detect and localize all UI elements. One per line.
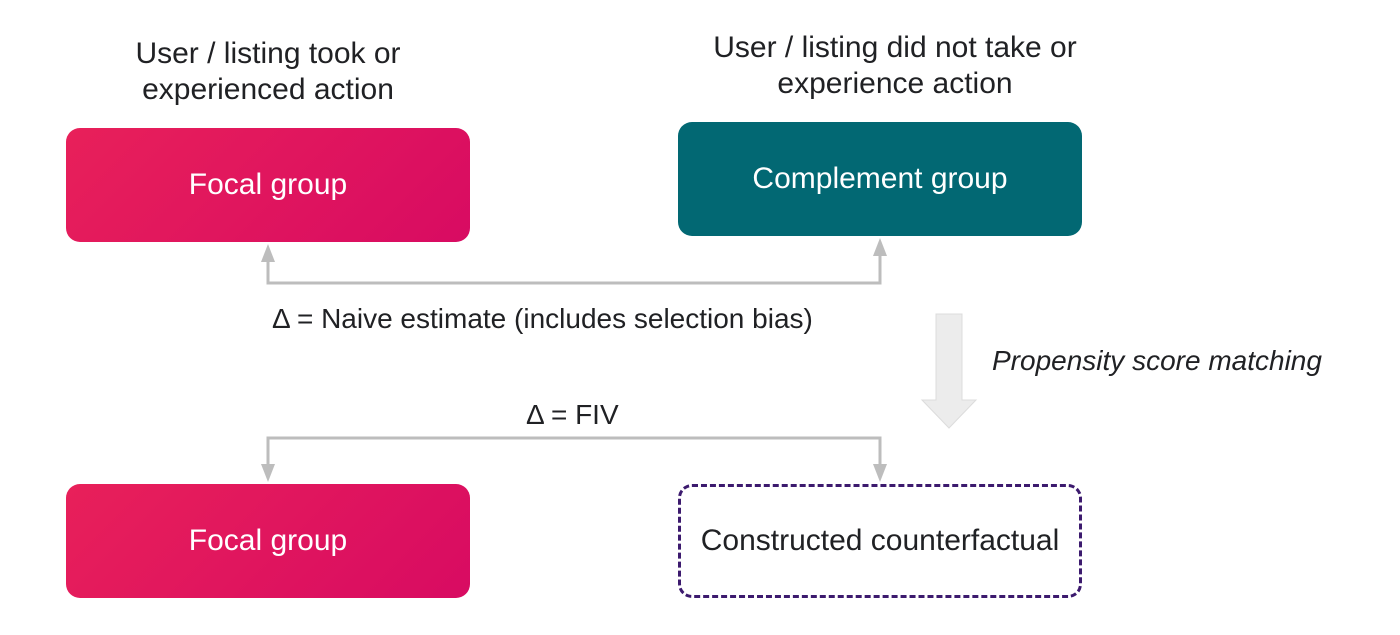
naive-estimate-bracket [266,256,882,285]
arrow-head-up-right [873,238,887,256]
naive-estimate-label: Δ = Naive estimate (includes selection b… [272,303,813,334]
constructed-counterfactual-label: Constructed counterfactual [700,524,1060,557]
arrow-head-up-left [261,244,275,262]
propensity-transition-arrow [920,313,978,429]
fiv-bracket [266,436,882,464]
complement-group-label: Complement group [752,162,1008,195]
focal-group-box-top: Focal group [66,128,470,242]
caption-did-not-take-action: User / listing did not take or experienc… [713,31,1077,100]
constructed-counterfactual-box: Constructed counterfactual [678,484,1082,598]
focal-group-label-bottom: Focal group [188,524,348,557]
arrow-head-down-left [261,464,275,482]
fiv-label: Δ = FIV [526,399,619,430]
caption-took-action: User / listing took or experienced actio… [135,37,401,106]
arrow-head-down-right [873,464,887,482]
propensity-score-matching-label: Propensity score matching [992,345,1322,376]
focal-group-box-bottom: Focal group [66,484,470,598]
focal-group-label-top: Focal group [188,168,348,201]
complement-group-box: Complement group [678,122,1082,236]
